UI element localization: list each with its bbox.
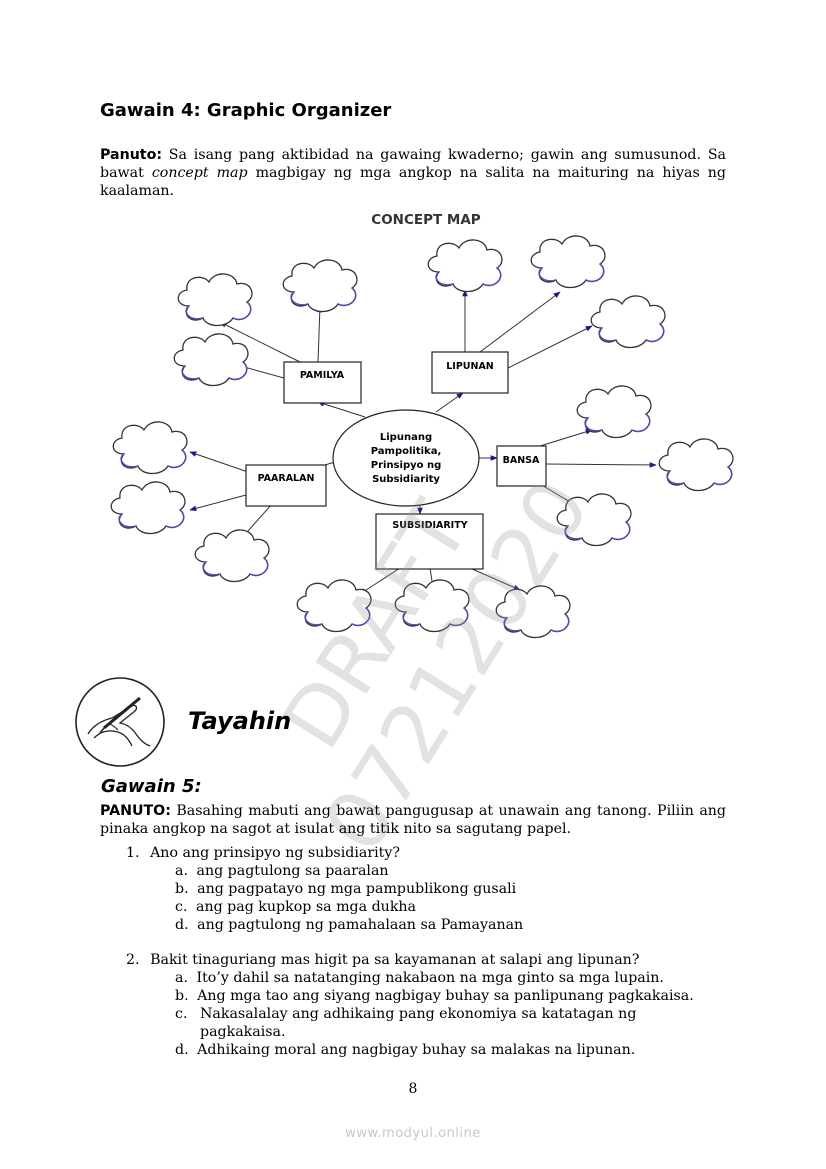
choice-d: d. ang pagtulong ng pamahalaan sa Pamaya… <box>175 916 735 934</box>
gawain5-title: Gawain 5: <box>101 776 202 797</box>
center-line-3: Prinsipyo ng <box>371 460 442 471</box>
node-paaralan: PAARALAN <box>245 464 327 507</box>
answer-cloud <box>394 579 470 633</box>
answer-cloud <box>282 259 358 313</box>
node-subsidiarity: SUBSIDIARITY <box>375 513 484 570</box>
choice-text: ang pagtulong ng pamahalaan sa Pamayanan <box>197 917 524 933</box>
node-pamilya: PAMILYA <box>283 361 362 404</box>
choice-text: Nakasalalay ang adhikaing pang ekonomiya… <box>200 1006 637 1040</box>
answer-cloud <box>110 481 186 535</box>
gawain5-panuto-text: Basahing mabuti ang bawat pangugusap at … <box>100 803 726 837</box>
choice-letter: b. <box>175 881 189 897</box>
choice-letter: c. <box>175 899 188 915</box>
answer-cloud <box>495 585 571 639</box>
node-pamilya-label: PAMILYA <box>300 370 345 381</box>
answer-cloud <box>173 333 249 387</box>
choice-text: Adhikaing moral ang nagbigay buhay sa ma… <box>197 1042 636 1058</box>
question-text: Ano ang prinsipyo ng subsidiarity? <box>150 845 400 861</box>
section-title-tayahin: Tayahin <box>188 707 292 735</box>
choice-c: c. ang pag kupkop sa mga dukha <box>175 898 735 916</box>
footer-url: www.modyul.online <box>345 1126 481 1141</box>
choice-letter: a. <box>175 970 188 986</box>
question-number: 1. <box>126 845 140 861</box>
gawain5-instructions: PANUTO: Basahing mabuti ang bawat pangug… <box>100 802 726 838</box>
answer-cloud <box>530 235 606 289</box>
choice-d: d. Adhikaing moral ang nagbigay buhay sa… <box>175 1041 735 1059</box>
answer-cloud <box>112 421 188 475</box>
node-lipunan-label: LIPUNAN <box>446 361 494 372</box>
gawain5-panuto-label: PANUTO: <box>100 803 171 819</box>
answer-cloud <box>427 239 503 293</box>
answer-cloud <box>177 273 253 327</box>
choice-b: b. ang pagpatayo ng mga pampublikong gus… <box>175 880 735 898</box>
question-1: 1. Ano ang prinsipyo ng subsidiarity? <box>126 844 400 862</box>
choice-text: Ito’y dahil sa natatanging nakabaon na m… <box>196 970 664 986</box>
instruction-emphasis: concept map <box>151 165 248 181</box>
concept-map-title: CONCEPT MAP <box>371 212 480 228</box>
choice-letter: a. <box>175 863 188 879</box>
question-number: 2. <box>126 952 140 968</box>
choice-letter: d. <box>175 917 189 933</box>
node-paaralan-label: PAARALAN <box>258 473 315 484</box>
center-line-1: Lipunang <box>380 432 432 443</box>
writing-hand-icon <box>75 677 165 767</box>
answer-cloud <box>556 493 632 547</box>
concept-map-diagram: CONCEPT MAP <box>110 212 734 639</box>
answer-cloud <box>296 579 372 633</box>
node-bansa-label: BANSA <box>503 455 540 466</box>
choice-text: ang pagpatayo ng mga pampublikong gusali <box>197 881 517 897</box>
answer-cloud <box>658 438 734 492</box>
instruction-text-b: magbigay ng mga angkop na salita na mait… <box>100 165 726 199</box>
choice-c: c. Nakasalalay ang adhikaing pang ekonomi… <box>175 1005 735 1041</box>
question-2: 2. Bakit tinaguriang mas higit pa sa kay… <box>126 951 639 969</box>
choice-text: ang pag kupkop sa mga dukha <box>195 899 417 915</box>
answer-cloud <box>194 529 270 583</box>
center-node: Lipunang Pampolitika, Prinsipyo ng Subsi… <box>332 409 480 507</box>
question-text: Bakit tinaguriang mas higit pa sa kayama… <box>150 952 640 968</box>
choice-a: a. Ito’y dahil sa natatanging nakabaon n… <box>175 969 735 987</box>
choice-b: b. Ang mga tao ang siyang nagbigay buhay… <box>175 987 735 1005</box>
choice-a: a. ang pagtulong sa paaralan <box>175 862 735 880</box>
answer-cloud <box>590 295 666 349</box>
answer-cloud <box>576 385 652 439</box>
choice-letter: c. <box>175 1006 188 1022</box>
node-bansa: BANSA <box>496 445 547 487</box>
choice-text: Ang mga tao ang siyang nagbigay buhay sa… <box>197 988 694 1004</box>
question-2-choices: a. Ito’y dahil sa natatanging nakabaon n… <box>175 969 735 1059</box>
center-line-4: Subsidiarity <box>372 474 440 485</box>
choice-letter: d. <box>175 1042 189 1058</box>
question-1-choices: a. ang pagtulong sa paaralan b. ang pagp… <box>175 862 735 934</box>
node-subsidiarity-label: SUBSIDIARITY <box>392 520 467 531</box>
choice-letter: b. <box>175 988 189 1004</box>
activity-heading: Gawain 4: Graphic Organizer <box>100 100 392 121</box>
page-number: 8 <box>408 1081 418 1097</box>
instruction-text-a: Sa isang pang aktibidad na gawaing kwade… <box>100 147 726 181</box>
choice-text: ang pagtulong sa paaralan <box>196 863 389 879</box>
instruction-label: Panuto: <box>100 147 162 163</box>
instruction-paragraph: Panuto: Sa isang pang aktibidad na gawai… <box>100 146 726 200</box>
node-lipunan: LIPUNAN <box>431 351 509 394</box>
center-line-2: Pampolitika, <box>371 446 442 457</box>
